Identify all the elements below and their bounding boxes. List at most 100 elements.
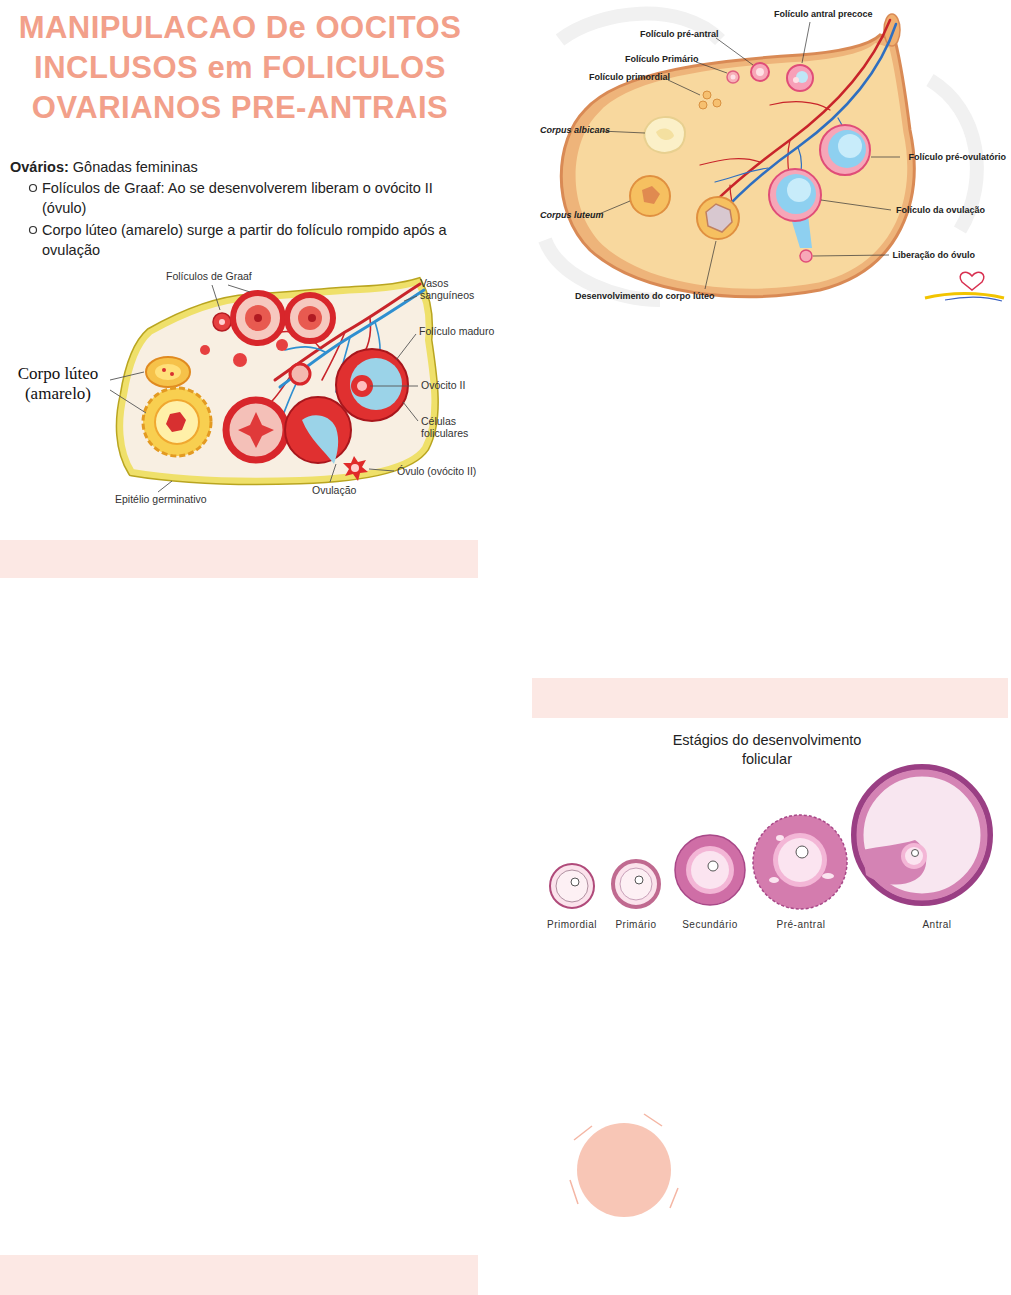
blood-vessel bbox=[715, 24, 896, 220]
corpus-luteum bbox=[170, 372, 174, 376]
ovarian-follicle bbox=[699, 101, 707, 109]
ovary-cycle bbox=[576, 43, 908, 289]
pink-band bbox=[532, 678, 1008, 718]
ovarian-follicle bbox=[238, 412, 274, 448]
bullet-circle bbox=[30, 185, 37, 234]
follicle-stage bbox=[620, 868, 652, 900]
stage-label: Pré-antral bbox=[777, 918, 826, 931]
stage-label: Primário bbox=[615, 918, 656, 931]
corpus-luteum bbox=[155, 400, 199, 444]
leader-line bbox=[369, 469, 394, 471]
ovarian-follicle bbox=[756, 68, 764, 76]
ovarian-follicle bbox=[285, 397, 351, 463]
logo-mark bbox=[960, 272, 984, 290]
ovarian-follicle bbox=[351, 464, 359, 472]
part-label: Folículo pré-antral bbox=[640, 29, 719, 40]
follicle-stage bbox=[753, 815, 847, 909]
leader-line bbox=[716, 38, 753, 65]
ovarian-follicle bbox=[787, 178, 811, 202]
follicle-stage bbox=[905, 847, 923, 865]
follicle-stage bbox=[708, 861, 718, 871]
ovarian-follicle bbox=[302, 415, 338, 464]
corpus-luteum bbox=[706, 204, 732, 232]
leader-line bbox=[668, 80, 700, 95]
ovarian-follicle bbox=[276, 339, 288, 351]
corpus-albicans bbox=[656, 129, 674, 141]
ovarian-follicle bbox=[731, 75, 736, 80]
ovarian-follicle bbox=[838, 134, 862, 158]
ovarian-follicle bbox=[828, 130, 866, 168]
part-label: Desenvolvimento do corpo lúteo bbox=[575, 291, 715, 302]
leader-line bbox=[599, 201, 630, 214]
stage-label: Primordial bbox=[547, 918, 597, 931]
leader-line bbox=[330, 464, 336, 482]
corpus-albicans bbox=[644, 117, 685, 153]
part-label: Epitélio germinativo bbox=[115, 493, 207, 506]
leader-line bbox=[110, 285, 418, 492]
part-label: Corpus luteum bbox=[540, 210, 604, 221]
ovarian-follicle bbox=[800, 250, 812, 262]
ovary-cycle bbox=[561, 14, 914, 297]
corpus-luteum bbox=[155, 364, 181, 380]
ovarian-follicle bbox=[727, 71, 739, 83]
corpus-luteum bbox=[146, 357, 190, 387]
ovarian-follicle bbox=[233, 353, 247, 367]
ovarian-follicle bbox=[751, 63, 769, 81]
corpus-luteum bbox=[697, 197, 739, 239]
ovarian-follicle bbox=[769, 169, 821, 221]
leader-line bbox=[370, 386, 418, 387]
part-label: Corpus albicans bbox=[540, 125, 610, 136]
leader-line bbox=[396, 334, 416, 360]
part-label: Folículo pré-ovulatório bbox=[908, 152, 1006, 163]
background-swirl bbox=[560, 14, 720, 40]
ovary-section bbox=[120, 282, 434, 481]
pink-band bbox=[0, 1255, 478, 1295]
ovarian-follicle bbox=[290, 364, 310, 384]
follicle-stage bbox=[550, 864, 594, 908]
ovarian-follicle bbox=[245, 305, 271, 331]
part-label: Folículos de Graaf bbox=[166, 270, 252, 283]
part-label: Corpo lúteo (amarelo) bbox=[6, 364, 110, 404]
corpus-luteum bbox=[642, 186, 660, 204]
pink-band bbox=[0, 540, 1008, 1295]
ovarian-follicle bbox=[233, 293, 283, 343]
leader-line bbox=[110, 390, 146, 413]
part-label: Folículo maduro bbox=[419, 325, 494, 338]
decor-circle bbox=[570, 1180, 578, 1204]
follicle-stage bbox=[635, 876, 643, 884]
leader-line bbox=[813, 255, 889, 256]
corpus-luteum bbox=[162, 368, 166, 372]
follicle-stage bbox=[773, 833, 827, 887]
corpus-luteum bbox=[166, 412, 186, 432]
part-label: Ovulação bbox=[312, 484, 356, 497]
leader-line bbox=[404, 296, 417, 301]
ovarian-follicle bbox=[200, 345, 210, 355]
leader-line bbox=[599, 22, 900, 289]
stage-label: Antral bbox=[922, 918, 951, 931]
part-label: Vasos sanguíneos bbox=[420, 277, 484, 301]
ovary-section bbox=[120, 282, 434, 481]
leader-line bbox=[228, 285, 250, 292]
follicle-stage bbox=[862, 840, 926, 885]
bullet-text: Corpo lúteo (amarelo) surge a partir do … bbox=[42, 220, 472, 260]
decor-circle bbox=[670, 1188, 678, 1208]
bullet-text: Folículos de Graaf: Ao se desenvolverem … bbox=[42, 178, 472, 218]
ovarian-follicle bbox=[219, 319, 225, 325]
leader-line bbox=[821, 200, 891, 210]
ovarian-follicle bbox=[820, 125, 870, 175]
part-label: Óvulo (ovócito II) bbox=[397, 465, 476, 478]
follicle-stage bbox=[675, 835, 745, 905]
leader-line bbox=[871, 157, 900, 158]
leader-line bbox=[212, 285, 220, 310]
corpus-luteum bbox=[143, 388, 211, 456]
part-label: Células foliculares bbox=[421, 415, 475, 439]
logo-mark bbox=[925, 272, 1004, 301]
pink-band bbox=[0, 540, 478, 578]
ovary-section bbox=[120, 282, 434, 481]
ovary-cycle bbox=[561, 35, 914, 297]
decor-circle bbox=[570, 1114, 678, 1217]
part-label: Folículo da ovulação bbox=[896, 205, 985, 216]
ovarian-follicle bbox=[200, 293, 408, 481]
corpus-albicans bbox=[644, 117, 685, 153]
